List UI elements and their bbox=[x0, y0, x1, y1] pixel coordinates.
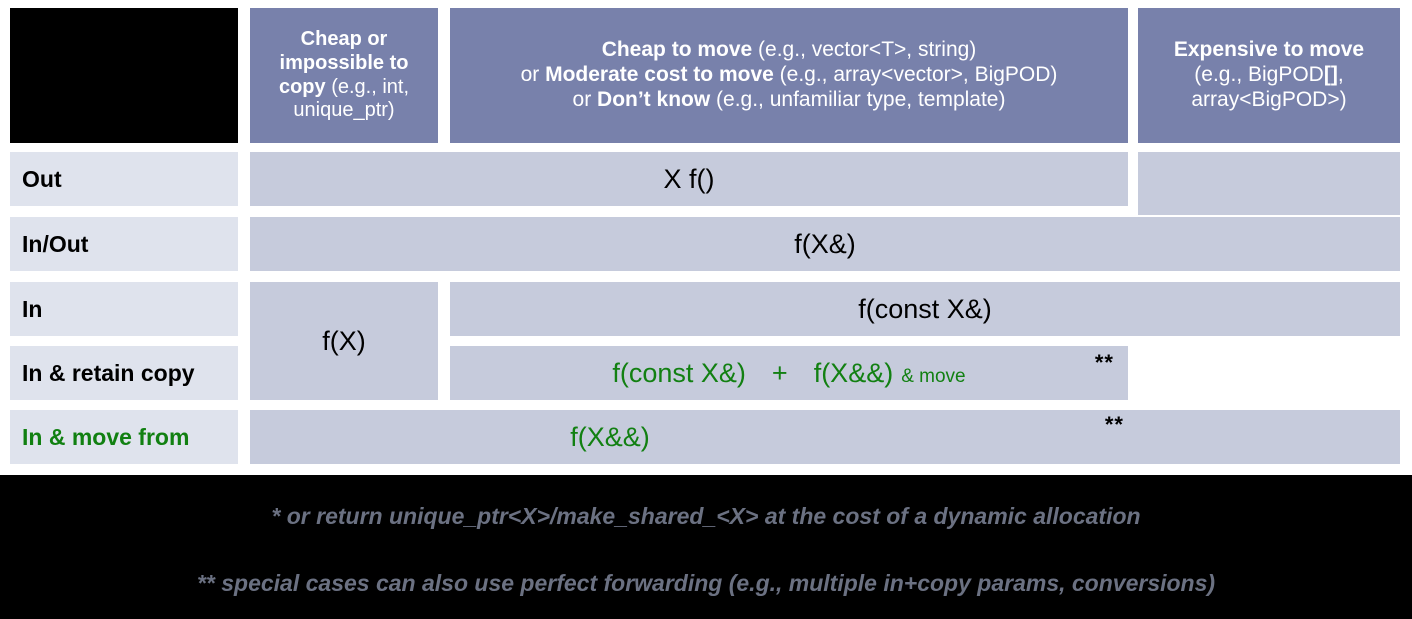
cell-text: f(X) bbox=[322, 325, 366, 356]
cell-text: f(const X&) bbox=[858, 293, 992, 324]
cell-out-expensive bbox=[1138, 152, 1400, 215]
row-label-in: In bbox=[10, 282, 238, 336]
row-label-text: In & retain copy bbox=[22, 359, 195, 386]
cell-text: f(X&) bbox=[794, 228, 856, 259]
cell-in-main: f(const X&) bbox=[450, 282, 1400, 336]
header-line: Cheap or bbox=[300, 28, 388, 51]
header-line: (e.g., BigPOD[], bbox=[1194, 63, 1344, 87]
header-col-cheap-or-impossible-to-copy: Cheap or impossible to copy (e.g., int, … bbox=[250, 8, 438, 143]
row-label-in-move-from: In & move from bbox=[10, 410, 238, 464]
row-label-in-retain-copy: In & retain copy bbox=[10, 346, 238, 400]
header-col-expensive-to-move: Expensive to move (e.g., BigPOD[], array… bbox=[1138, 8, 1400, 143]
header-line: array<BigPOD>) bbox=[1191, 87, 1347, 111]
row-label-in-out: In/Out bbox=[10, 217, 238, 271]
cell-out-main: X f() bbox=[250, 152, 1128, 206]
cell-inout-all: f(X&) bbox=[250, 217, 1400, 271]
row-label-text: In & move from bbox=[22, 423, 190, 450]
header-line: impossible to bbox=[279, 51, 409, 74]
retain-plus: + bbox=[771, 357, 788, 388]
retain-suffix: & move bbox=[901, 365, 966, 387]
header-line: copy (e.g., int, bbox=[278, 75, 410, 98]
cell-in-cheap-copy-fx: f(X) bbox=[250, 282, 438, 400]
cell-text: f(X&&) bbox=[570, 421, 650, 452]
retain-part1: f(const X&) bbox=[612, 357, 746, 388]
cell-in-retain-copy-main: f(const X&) + f(X&&) & move ** bbox=[450, 346, 1128, 400]
footnote-marker-double-asterisk: ** bbox=[1104, 412, 1124, 437]
header-line: Expensive to move bbox=[1173, 38, 1365, 62]
footnote-double-asterisk: ** special cases can also use perfect fo… bbox=[196, 570, 1216, 596]
header-line: Cheap to move (e.g., vector<T>, string) bbox=[601, 38, 977, 62]
cell-in-move-from-main: f(X&&) ** bbox=[250, 410, 1400, 464]
header-corner-blank bbox=[10, 8, 238, 143]
footnotes-panel: * or return unique_ptr<X>/make_shared_<X… bbox=[0, 475, 1412, 619]
footnote-single-asterisk: * or return unique_ptr<X>/make_shared_<X… bbox=[271, 503, 1141, 529]
row-label-text: Out bbox=[22, 165, 62, 192]
cell-text: X f() bbox=[663, 163, 715, 194]
header-line: or Don’t know (e.g., unfamiliar type, te… bbox=[572, 87, 1006, 111]
retain-part2: f(X&&) bbox=[813, 357, 894, 388]
row-label-out: Out bbox=[10, 152, 238, 206]
footnote-marker-double-asterisk: ** bbox=[1094, 350, 1114, 375]
cell-expression: f(const X&) + f(X&&) & move bbox=[612, 358, 965, 389]
header-col-cheap-to-move: Cheap to move (e.g., vector<T>, string) … bbox=[450, 8, 1128, 143]
header-line: or Moderate cost to move (e.g., array<ve… bbox=[520, 63, 1058, 87]
header-line: unique_ptr) bbox=[293, 99, 395, 122]
row-label-text: In bbox=[22, 295, 43, 322]
row-label-text: In/Out bbox=[22, 230, 89, 257]
